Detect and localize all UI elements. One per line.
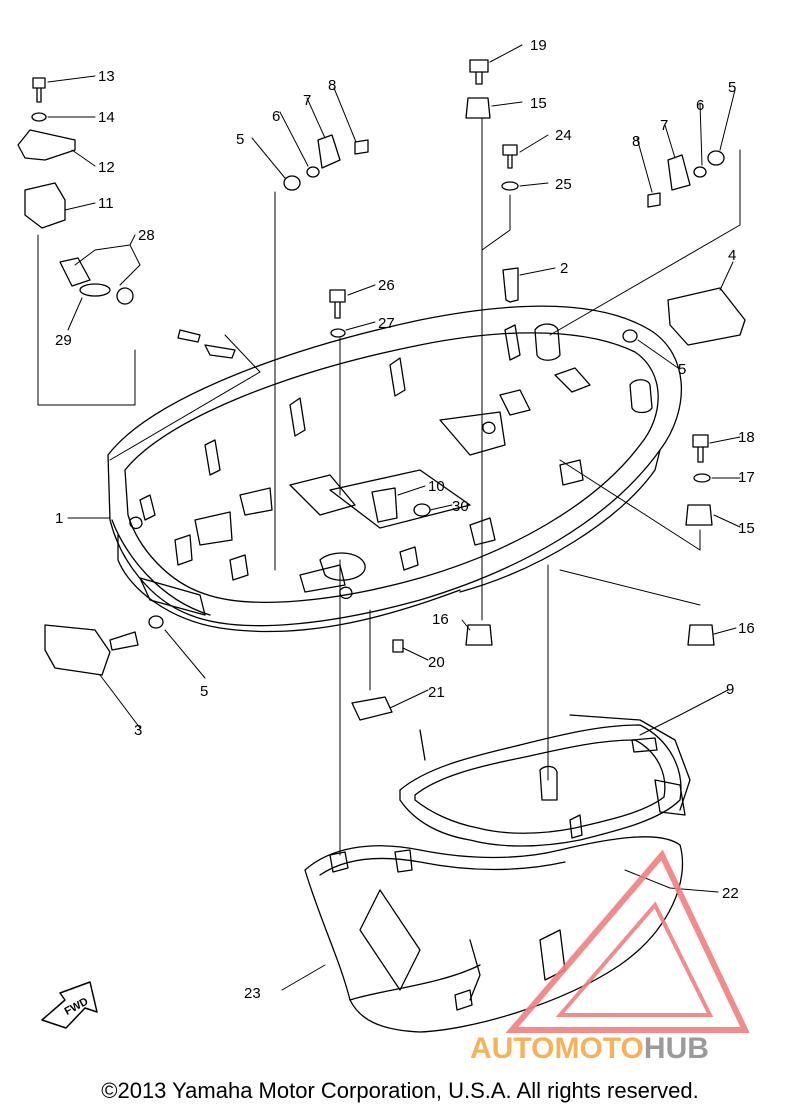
- bolt-part-24: [502, 144, 518, 169]
- callout-label: 13: [98, 68, 115, 85]
- callout-label: 10: [428, 478, 445, 495]
- lever-part-4: [667, 287, 746, 346]
- cap-part-11: [24, 182, 66, 229]
- bracket-part-3: [44, 624, 111, 676]
- callout-label: 4: [728, 247, 736, 264]
- watermark-text-part1: AUTOMOTO: [470, 1032, 644, 1065]
- callout-label: 5: [728, 79, 736, 96]
- washer-part-6b: [693, 166, 707, 178]
- callout-label: 14: [98, 109, 115, 126]
- callout-label: 3: [134, 722, 142, 739]
- screw-part-8a: [354, 139, 369, 155]
- grommet-part-5b: [707, 150, 725, 166]
- bolt-part-13: [32, 77, 46, 103]
- callout-label: 17: [738, 469, 755, 486]
- mount-part-15b: [685, 504, 713, 526]
- callout-label: 5: [200, 683, 208, 700]
- washer-part-27: [330, 328, 346, 338]
- callout-labels: 13 14 12 11 28 29 5 6 7 8 19 15 24 25 2 …: [55, 37, 755, 1002]
- screw-part-20: [392, 639, 404, 653]
- callout-label: 11: [98, 195, 114, 212]
- callout-label: 20: [428, 654, 445, 671]
- screw-part-8b: [647, 192, 661, 208]
- grommet-part-5a: [283, 175, 301, 191]
- washer-part-14: [31, 112, 47, 122]
- grommet-part-5c: [622, 329, 638, 343]
- callout-label: 5: [236, 131, 244, 148]
- callout-label: 16: [738, 620, 755, 637]
- mount-part-16b: [687, 624, 715, 646]
- washer-part-17: [693, 473, 711, 483]
- bottom-cover-part: [304, 836, 684, 1033]
- plate-part-12: [17, 129, 76, 161]
- callout-label: 8: [328, 77, 336, 94]
- washer-part-6a: [306, 166, 320, 178]
- callout-label: 1: [55, 510, 63, 527]
- callout-label: 18: [738, 429, 755, 446]
- bolt-part-18: [692, 434, 709, 463]
- callout-label: 23: [244, 985, 261, 1002]
- callout-label: 28: [138, 227, 155, 244]
- callout-label: 27: [378, 315, 395, 332]
- callout-label: 30: [452, 498, 469, 515]
- watermark-triangle-icon: [505, 849, 750, 1033]
- bracket-part-7a: [317, 134, 341, 169]
- callout-label: 6: [696, 97, 704, 114]
- callout-label: 24: [555, 127, 572, 144]
- callout-label: 6: [272, 108, 280, 125]
- mount-part-16a: [465, 624, 493, 646]
- callout-label: 9: [726, 681, 734, 698]
- bottom-cowling-part: [107, 305, 683, 633]
- shaft-assembly-part-28: [59, 257, 236, 359]
- grommet-part-5d: [148, 615, 164, 629]
- seal-frame-part: [399, 714, 691, 847]
- callout-label: 8: [632, 133, 640, 150]
- fwd-arrow-icon: [41, 981, 98, 1029]
- callout-label: 26: [378, 277, 395, 294]
- callout-label: 16: [432, 611, 449, 628]
- callout-label: 22: [722, 885, 739, 902]
- watermark-logo: AUTOMOTOHUB: [470, 1032, 709, 1066]
- callout-label: 21: [428, 684, 445, 701]
- callout-label: 15: [738, 520, 755, 537]
- callout-label: 5: [678, 361, 686, 378]
- bracket-part-7b: [667, 154, 691, 191]
- fitting-part-2: [502, 267, 519, 303]
- mount-part-15a: [465, 97, 491, 119]
- bolt-part-26: [329, 289, 346, 319]
- callout-label: 12: [98, 159, 115, 176]
- pad-part-21: [351, 696, 393, 721]
- plug-part-10: [371, 487, 398, 523]
- callout-label: 7: [660, 117, 668, 134]
- callout-label: 7: [303, 92, 311, 109]
- callout-label: 19: [530, 37, 547, 54]
- bolt-part-19: [469, 59, 489, 85]
- callout-label: 2: [560, 260, 568, 277]
- callout-label: 15: [530, 95, 547, 112]
- watermark-text-part2: HUB: [643, 1032, 709, 1065]
- callout-label: 29: [55, 332, 72, 349]
- copyright-footer: ©2013 Yamaha Motor Corporation, U.S.A. A…: [101, 1078, 699, 1103]
- washer-part-25: [501, 181, 519, 191]
- callout-label: 25: [555, 176, 572, 193]
